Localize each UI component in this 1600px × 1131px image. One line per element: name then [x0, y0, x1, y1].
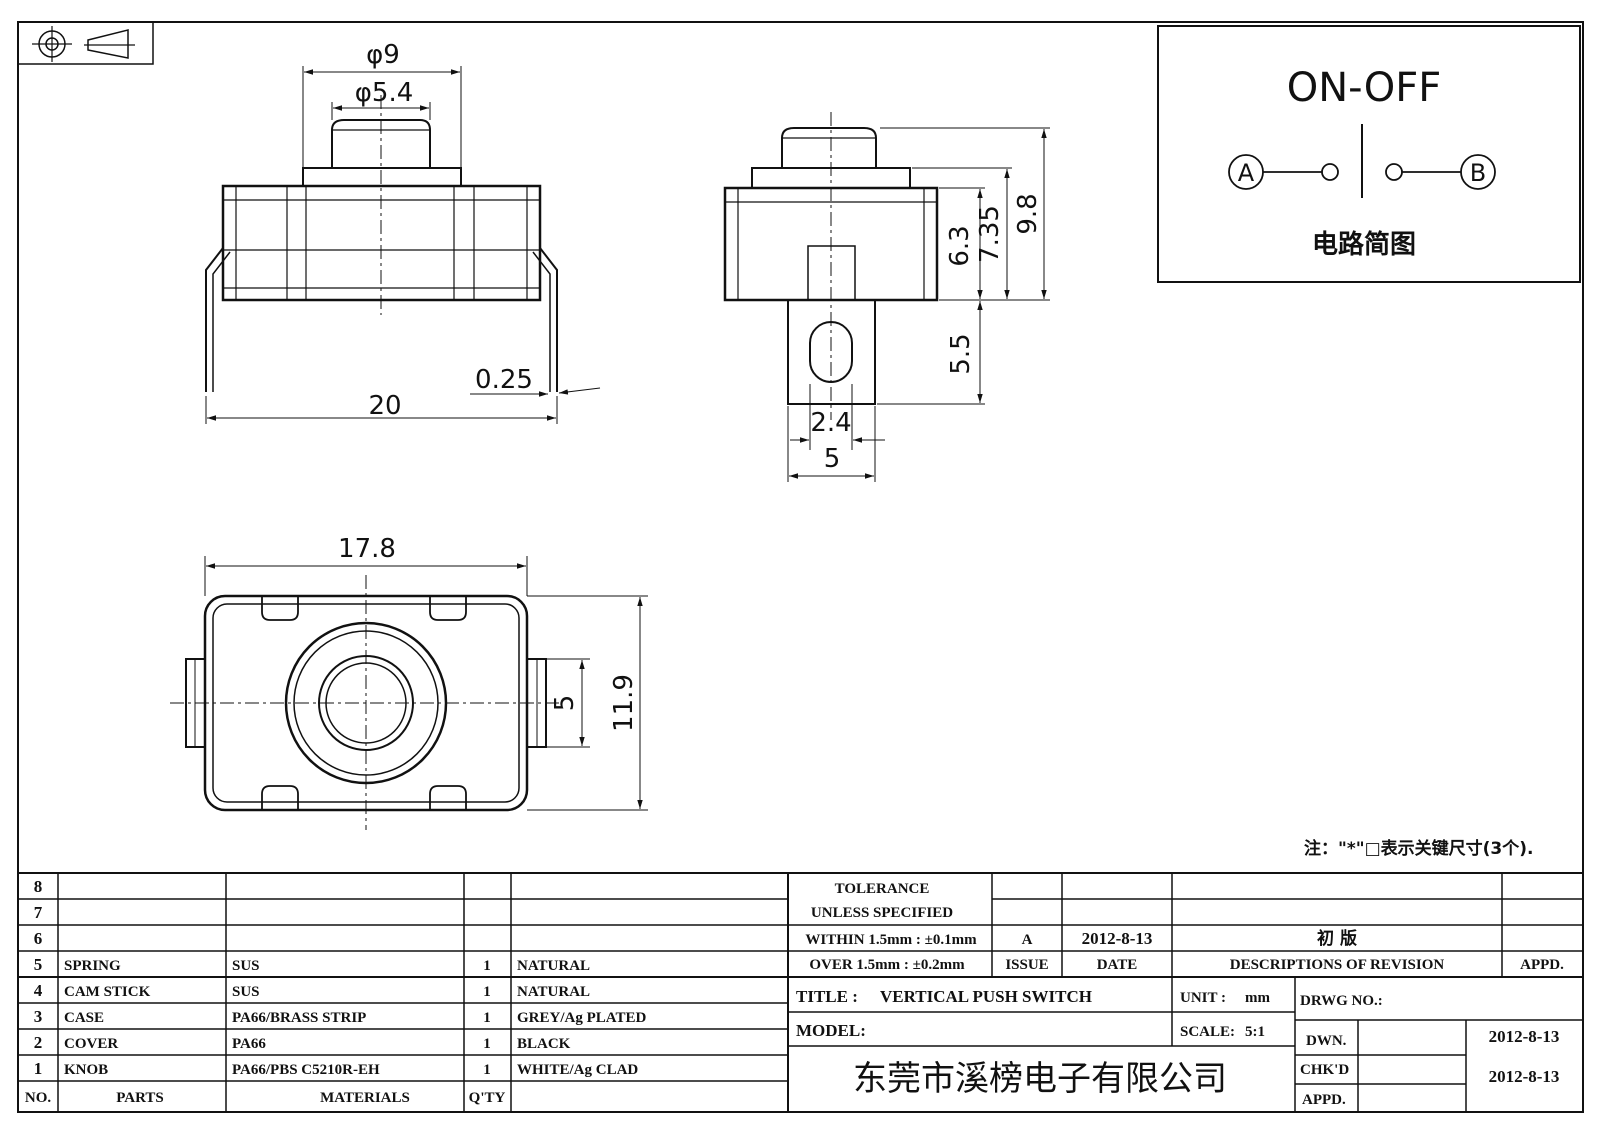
- row-no: 2: [34, 1033, 43, 1052]
- dim-5.5: 5.5: [946, 333, 976, 374]
- row-part: CASE: [64, 1010, 104, 1026]
- row-no: 3: [34, 1007, 43, 1026]
- checked-label: CHK'D: [1300, 1062, 1349, 1078]
- table-row: 5 SPRING SUS 1 NATURAL: [34, 955, 590, 974]
- circuit-title: ON-OFF: [1287, 65, 1441, 111]
- tolerance-over: OVER 1.5mm : ±0.2mm: [809, 957, 965, 973]
- row-finish: GREY/Ag PLATED: [517, 1010, 646, 1026]
- table-row: 7: [34, 903, 43, 922]
- tolerance-within: WITHIN 1.5mm : ±0.1mm: [805, 932, 977, 948]
- header-qty: Q'TY: [469, 1090, 506, 1106]
- dim-5-side: 5: [824, 444, 841, 474]
- revision-date-value: 2012-8-13: [1082, 929, 1153, 948]
- side-view-dimensions: [787, 127, 1050, 482]
- title-value: VERTICAL PUSH SWITCH: [880, 987, 1092, 1006]
- row-finish: NATURAL: [517, 984, 590, 1000]
- header-no: NO.: [25, 1090, 52, 1106]
- row-no: 5: [34, 955, 43, 974]
- row-part: CAM STICK: [64, 984, 151, 1000]
- dim-6.3: 6.3: [945, 225, 975, 266]
- table-row: 8: [34, 877, 43, 896]
- dim-0.25: 0.25: [475, 365, 533, 395]
- dim-20: 20: [368, 391, 401, 421]
- title-block: TITLE : VERTICAL PUSH SWITCH UNIT : mm D…: [796, 987, 1559, 1108]
- revision-issue-label: ISSUE: [1005, 957, 1048, 973]
- drawn-label: DWN.: [1306, 1033, 1347, 1049]
- circuit-diagram: [1157, 25, 1581, 283]
- row-finish: NATURAL: [517, 958, 590, 974]
- table-header: NO. PARTS MATERIALS Q'TY: [25, 1090, 506, 1106]
- table-row: 4 CAM STICK SUS 1 NATURAL: [34, 981, 590, 1000]
- revision-issue-value: A: [1022, 932, 1033, 948]
- row-qty: 1: [483, 984, 491, 1000]
- table-row: 3 CASE PA66/BRASS STRIP 1 GREY/Ag PLATED: [34, 1007, 647, 1026]
- row-no: 8: [34, 877, 43, 896]
- row-part: SPRING: [64, 958, 121, 974]
- scale-label: SCALE:: [1180, 1024, 1235, 1040]
- row-part: COVER: [64, 1036, 118, 1052]
- row-no: 7: [34, 903, 43, 922]
- row-qty: 1: [483, 1062, 491, 1078]
- row-no: 6: [34, 929, 43, 948]
- row-material: PA66/BRASS STRIP: [232, 1010, 366, 1026]
- row-finish: WHITE/Ag CLAD: [517, 1062, 638, 1078]
- header-materials: MATERIALS: [320, 1090, 410, 1106]
- circuit-caption: 电路简图: [1312, 229, 1416, 260]
- row-finish: BLACK: [517, 1036, 571, 1052]
- terminal-b-label: B: [1470, 159, 1486, 187]
- tolerance-title: TOLERANCE: [835, 881, 930, 897]
- bottom-view-dimensions: [204, 556, 648, 811]
- first-angle-projection-icon: [17, 21, 154, 65]
- approved-label: APPD.: [1302, 1092, 1346, 1108]
- dim-phi5.4: φ5.4: [355, 78, 414, 108]
- dim-17.8: 17.8: [338, 534, 396, 564]
- table-row: 2 COVER PA66 1 BLACK: [34, 1033, 571, 1052]
- dim-5-bottom: 5: [550, 695, 580, 712]
- revision-description-value: 初 版: [1317, 928, 1357, 949]
- row-material: PA66: [232, 1036, 266, 1052]
- tolerance-subtitle: UNLESS SPECIFIED: [811, 905, 953, 921]
- terminal-a-label: A: [1238, 159, 1255, 187]
- dim-11.9: 11.9: [609, 674, 639, 732]
- drawn-date: 2012-8-13: [1489, 1027, 1560, 1046]
- dim-9.8: 9.8: [1013, 193, 1043, 234]
- dim-2.4: 2.4: [810, 408, 851, 438]
- header-parts: PARTS: [116, 1090, 164, 1106]
- revision-date-label: DATE: [1097, 957, 1138, 973]
- revision-appd-label: APPD.: [1520, 957, 1564, 973]
- row-no: 4: [34, 981, 43, 1000]
- row-qty: 1: [483, 958, 491, 974]
- row-qty: 1: [483, 1010, 491, 1026]
- parts-table: 8 7 6 5 SPRING SUS 1 NATURAL 4 CAM STICK…: [25, 877, 647, 1106]
- table-row: 6: [34, 929, 43, 948]
- dim-7.35: 7.35: [975, 205, 1005, 263]
- row-qty: 1: [483, 1036, 491, 1052]
- scale-value: 5:1: [1245, 1024, 1265, 1040]
- front-view: [205, 95, 558, 392]
- model-label: MODEL:: [796, 1021, 866, 1040]
- company-name: 东莞市溪榜电子有限公司: [853, 1059, 1227, 1099]
- title-block-grid: [18, 872, 1583, 1112]
- title-label: TITLE :: [796, 987, 858, 1006]
- row-part: KNOB: [64, 1062, 108, 1078]
- unit-label: UNIT :: [1180, 990, 1226, 1006]
- revision-block: A 2012-8-13 初 版 ISSUE DATE DESCRIPTIONS …: [1005, 928, 1564, 973]
- row-material: SUS: [232, 984, 260, 1000]
- table-row: 1 KNOB PA66/PBS C5210R-EH 1 WHITE/Ag CLA…: [34, 1059, 639, 1078]
- row-no: 1: [34, 1059, 43, 1078]
- tolerance-block: TOLERANCE UNLESS SPECIFIED WITHIN 1.5mm …: [805, 881, 977, 973]
- drawing-number-label: DRWG NO.:: [1300, 993, 1383, 1009]
- bottom-view: [170, 575, 560, 830]
- revision-description-label: DESCRIPTIONS OF REVISION: [1230, 957, 1445, 973]
- front-view-dimensions: [205, 66, 601, 424]
- row-material: SUS: [232, 958, 260, 974]
- side-view: [723, 112, 939, 420]
- sheet-border: [17, 21, 1584, 1113]
- checked-date: 2012-8-13: [1489, 1067, 1560, 1086]
- dim-phi9: φ9: [366, 40, 400, 70]
- row-material: PA66/PBS C5210R-EH: [232, 1062, 380, 1078]
- unit-value: mm: [1245, 990, 1270, 1006]
- key-dimension-note: 注："*"□表示关键尺寸(3个).: [1304, 838, 1534, 859]
